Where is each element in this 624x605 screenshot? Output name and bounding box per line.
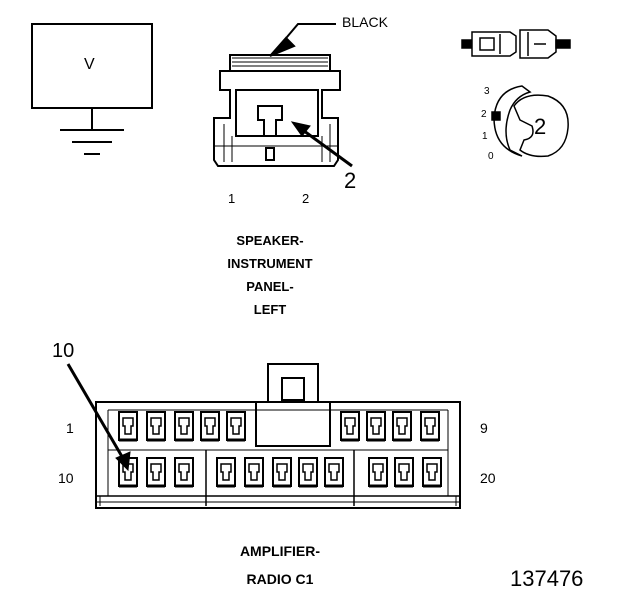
amp-cavity-top-7: [366, 411, 386, 442]
gauge-tick-2: 2: [481, 109, 487, 120]
gauge-pointer: [491, 111, 501, 121]
wire-color-label: BLACK: [342, 14, 388, 30]
voltmeter-label: V: [84, 56, 95, 73]
gauge-selected-value: 2: [534, 114, 547, 139]
position-gauge: [491, 85, 569, 158]
amp-cavity-bottom-3: [174, 457, 194, 488]
figure-id: 137476: [510, 566, 584, 591]
amp-cavity-top-1: [118, 411, 138, 442]
amp-cavity-bottom-5: [244, 457, 264, 488]
amp-cavity-bottom-2: [146, 457, 166, 488]
speaker-pin2-label: 2: [302, 191, 310, 206]
amp-cavity-top-6: [340, 411, 360, 442]
amp-pin-label-9: 9: [480, 420, 488, 436]
connector-terminal: [257, 105, 283, 137]
speaker-pin1-label: 1: [228, 191, 236, 206]
amp-cavity-top-3: [174, 411, 194, 442]
voltmeter-symbol: [31, 23, 153, 155]
amp-cavity-bottom-7: [298, 457, 318, 488]
amp-cavity-top-5: [226, 411, 246, 442]
black-wire-leader: [269, 23, 336, 57]
connector-body: [213, 70, 341, 167]
amp-pin10-callout: 10: [52, 340, 75, 362]
connector-cavity: [235, 89, 319, 137]
speaker-caption-line-4: LEFT: [253, 302, 287, 317]
gauge-tick-0: 0: [488, 151, 494, 162]
speaker-pin2-leader: [290, 121, 353, 168]
speaker-pin2-callout: 2: [344, 168, 357, 193]
amp-keyway: [255, 402, 331, 447]
amp-cavity-top-8: [392, 411, 412, 442]
amp-cavity-top-4: [200, 411, 220, 442]
gauge-tick-3: 3: [484, 86, 490, 97]
amp-cavity-bottom-4: [216, 457, 236, 488]
speaker-connector: [213, 54, 341, 167]
amp-cavity-top-9: [420, 411, 440, 442]
black-leader-arrowhead: [269, 36, 296, 57]
amp-pin-label-1: 1: [66, 420, 74, 436]
pin10-leader-line: [66, 363, 126, 461]
speaker-caption-line-3: PANEL-: [246, 279, 294, 294]
amp-caption-line-2: RADIO C1: [246, 571, 314, 587]
amp-latch-inner: [281, 377, 305, 401]
amp-cavity-bottom-9: [368, 457, 388, 488]
pin2-leader-line: [299, 126, 353, 168]
amp-cavity-bottom-8: [324, 457, 344, 488]
inline-connector-icon: [461, 29, 571, 59]
amp-cavity-top-2: [146, 411, 166, 442]
gauge-knob: [513, 94, 569, 158]
amp-pin10-leader: [66, 363, 131, 472]
pin2-leader-arrowhead: [290, 121, 311, 137]
amp-latch-outer: [267, 363, 319, 403]
amp-cavity-bottom-10: [394, 457, 414, 488]
gauge-tick-1: 1: [482, 131, 488, 142]
amp-cavity-bottom-11: [422, 457, 442, 488]
speaker-caption-line-2: INSTRUMENT: [227, 256, 313, 271]
connector-latch: [265, 147, 275, 161]
connector-top-cap: [229, 54, 331, 72]
speaker-caption-line-1: SPEAKER-: [236, 233, 304, 248]
amp-pin-label-20: 20: [480, 470, 496, 486]
pin10-leader-arrowhead: [115, 451, 131, 472]
amp-pin-label-10: 10: [58, 470, 74, 486]
amp-cavity-bottom-6: [272, 457, 292, 488]
amp-caption-line-1: AMPLIFIER-: [239, 543, 321, 559]
gauge-arc: [493, 85, 532, 157]
amp-cavities: [118, 411, 442, 488]
